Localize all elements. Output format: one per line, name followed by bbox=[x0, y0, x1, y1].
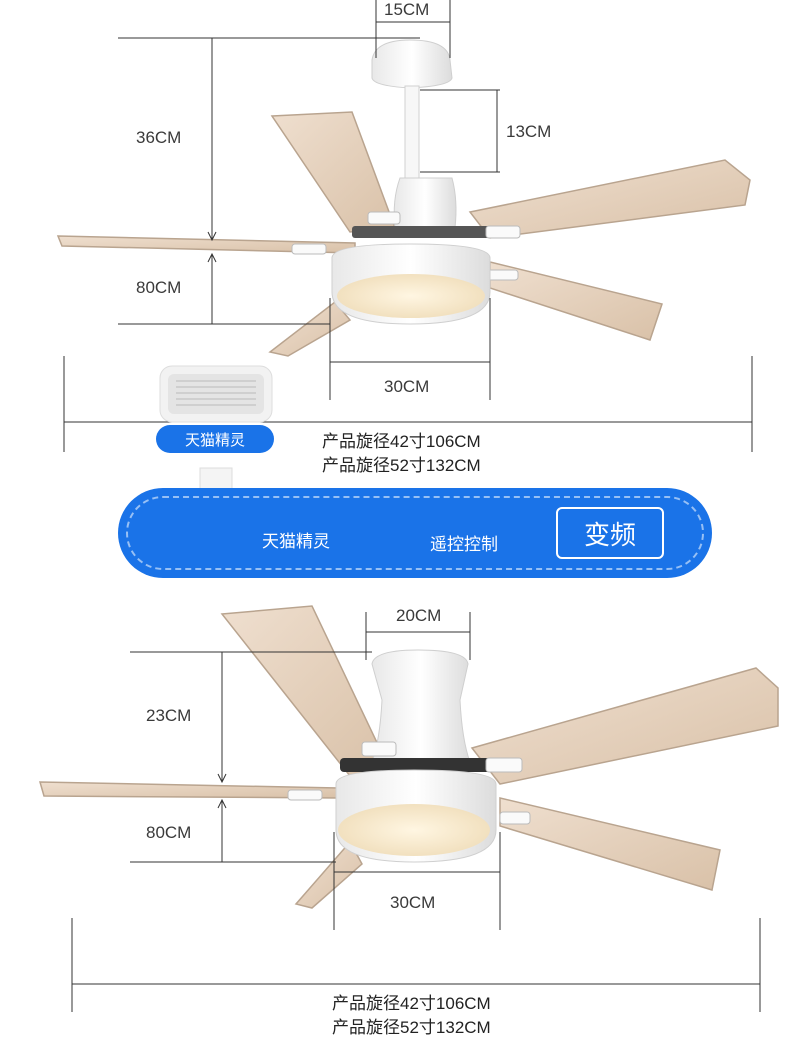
top-fan-canopy bbox=[371, 39, 453, 89]
caption-line: 产品旋径52寸132CM bbox=[322, 456, 481, 475]
smart-speaker-image bbox=[159, 365, 273, 423]
dim-light-height: 80CM bbox=[136, 278, 182, 297]
wall-switch-image bbox=[199, 467, 233, 491]
bottom-fan bbox=[38, 605, 779, 909]
dim-light-diameter: 30CM bbox=[384, 377, 430, 396]
dim-bottom-total-height: 23CM bbox=[146, 706, 192, 725]
top-caption: 产品旋径42寸106CM 产品旋径52寸132CM bbox=[322, 430, 481, 478]
band-remote-label: 遥控控制 bbox=[430, 535, 498, 554]
dim-rod-length: 13CM bbox=[506, 122, 552, 141]
dim-bottom-top-width: 20CM bbox=[396, 606, 442, 625]
top-fan-downrod bbox=[404, 85, 420, 179]
bottom-fan-light-panel bbox=[338, 804, 490, 856]
top-fan-light-panel bbox=[337, 274, 485, 318]
feature-band bbox=[118, 488, 712, 578]
bottom-fan-bracket bbox=[340, 758, 506, 772]
top-fan-bracket bbox=[352, 226, 492, 238]
dim-bottom-light-diameter: 30CM bbox=[390, 893, 436, 912]
band-speaker-label: 天猫精灵 bbox=[262, 532, 330, 551]
top-fan-blade bbox=[268, 300, 352, 357]
bottom-dimension-lines bbox=[71, 612, 761, 1012]
variable-frequency-badge: 变频 bbox=[556, 507, 664, 559]
bottom-fan-blade bbox=[294, 840, 363, 909]
bottom-fan-blade bbox=[499, 797, 721, 891]
dim-total-height: 36CM bbox=[136, 128, 182, 147]
caption-line: 产品旋径42寸106CM bbox=[322, 432, 481, 451]
speaker-label-pill: 天猫精灵 bbox=[156, 425, 274, 453]
caption-line: 产品旋径42寸106CM bbox=[332, 994, 491, 1013]
top-fan-motor bbox=[393, 177, 457, 229]
dim-bottom-light-height: 80CM bbox=[146, 823, 192, 842]
dim-top-width: 15CM bbox=[384, 0, 430, 19]
bottom-caption: 产品旋径42寸106CM 产品旋径52寸132CM bbox=[332, 992, 491, 1040]
caption-line: 产品旋径52寸132CM bbox=[332, 1018, 491, 1037]
top-fan bbox=[56, 39, 751, 357]
bottom-fan-blade bbox=[470, 667, 779, 785]
